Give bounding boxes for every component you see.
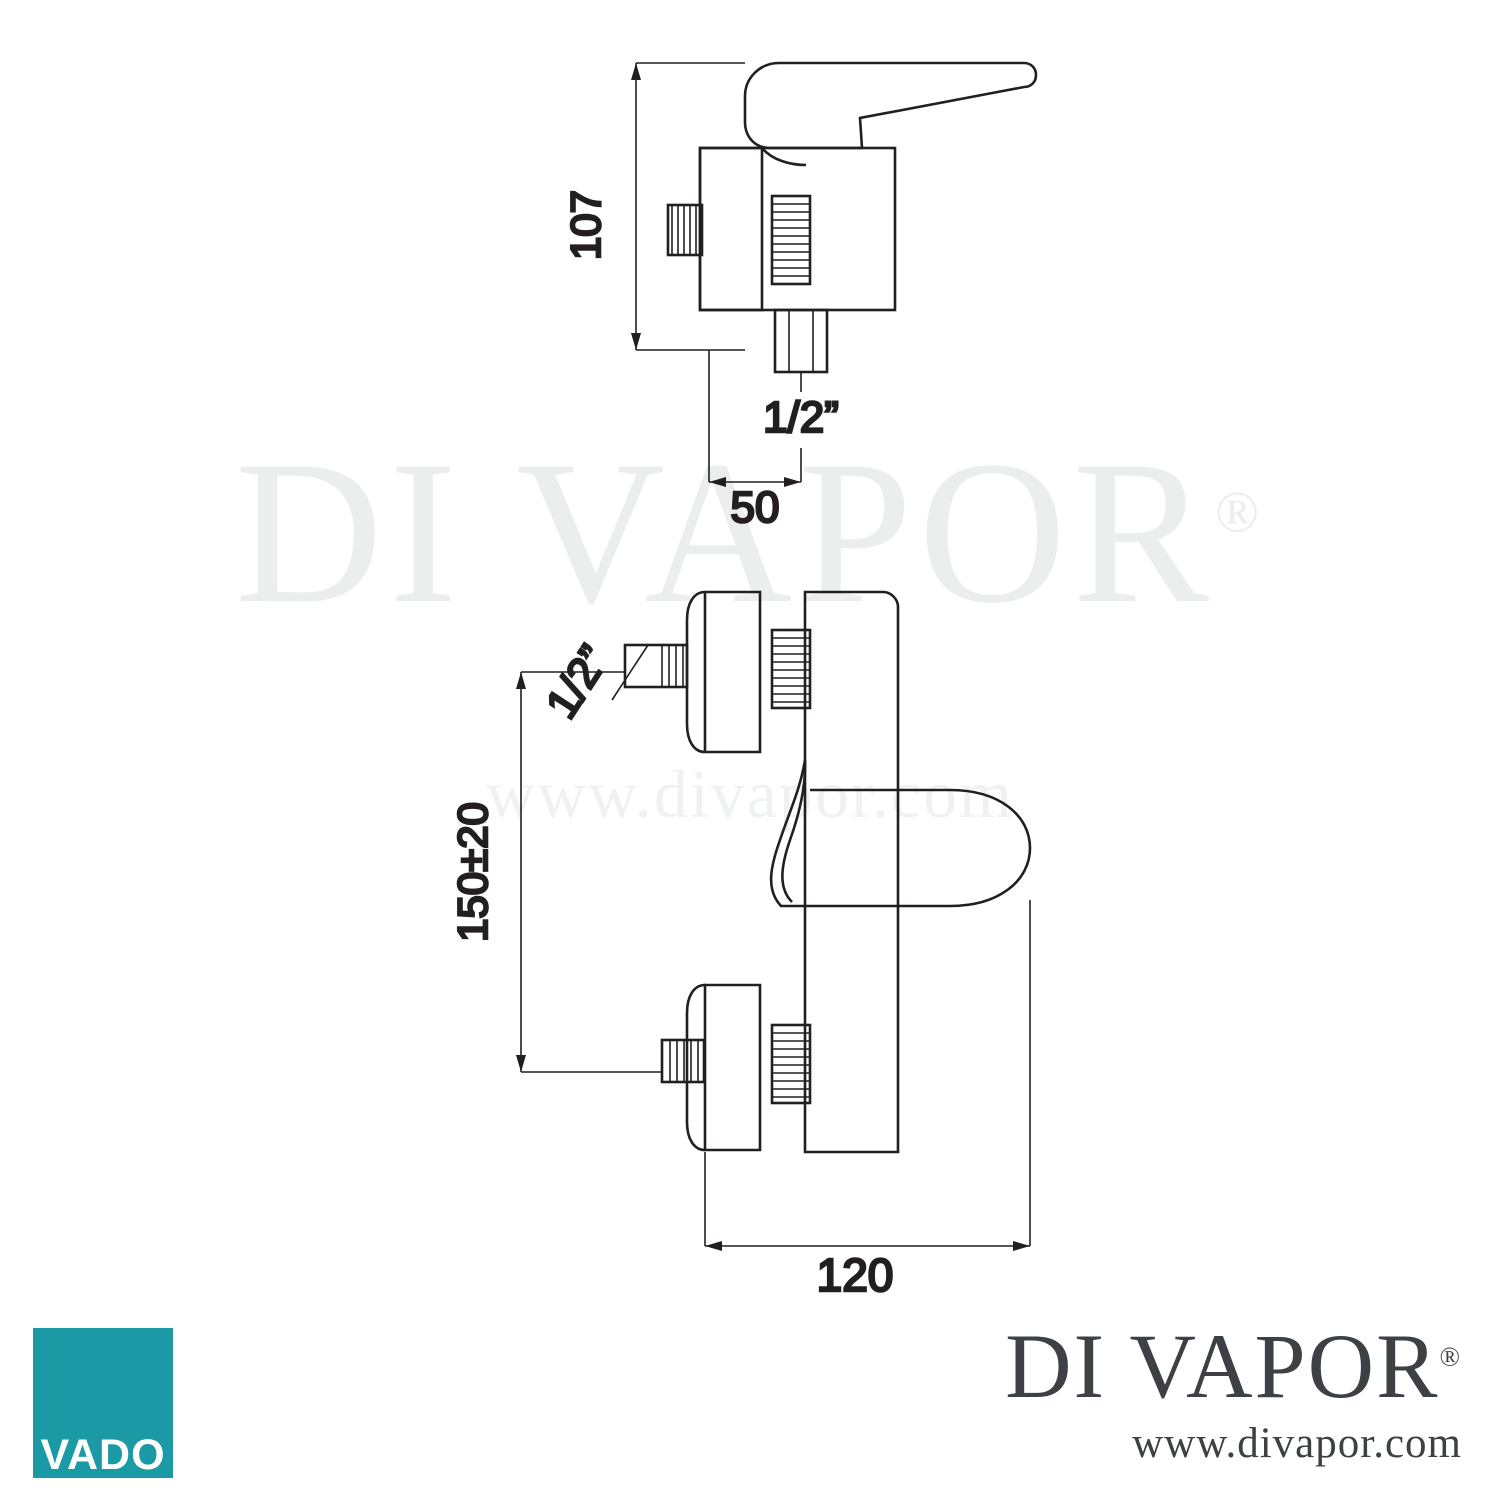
brand-url: www.divapor.com [1132,1419,1462,1467]
inlet-thread-top-front [623,643,689,689]
escutcheon-bottom-front [703,983,762,1152]
valve-body-side [698,146,897,312]
vado-logo-label: VADO [40,1431,166,1479]
cartridge-side [770,194,812,286]
cartridge-knurl [772,203,810,277]
cartridge-bottom-knurl [772,1032,810,1098]
escutcheon-top-front [703,590,762,754]
dimension-120-label: 120 [817,1249,894,1301]
outlet-spout-side [773,308,829,374]
technical-drawing: 107 1/2” 50 [448,61,1038,1302]
inlet-thread-top-hatch [661,645,684,687]
handle-collar [761,147,807,167]
vado-logo: VADO [33,1328,173,1479]
dimension-50 [708,350,802,487]
watermark-brand-text: DI VAPOR [234,419,1216,646]
inlet-thread-bottom-front [660,1038,706,1084]
cartridge-top-front [770,628,812,710]
lever-handle-front [769,759,1032,908]
dimension-120 [704,900,1031,1251]
escutcheon-top-front-curve [685,590,706,754]
watermark-registered-mark: ® [1215,479,1266,545]
inlet-thread-hatch [671,205,697,255]
brand-title: DI VAPOR® [1005,1318,1462,1415]
watermark-url: www.divapor.com [486,756,1014,832]
dimension-107 [631,62,745,351]
dimension-107-label: 107 [562,190,609,260]
dimension-50-label: 50 [731,483,780,532]
dimension-half-inch-front-leader [611,644,649,701]
watermark-brand: DI VAPOR® [0,430,1500,635]
footer: VADO DI VAPOR® www.divapor.com [0,1310,1500,1500]
escutcheon-side [698,146,764,312]
dimension-half-inch-front-label: 1/2” [537,637,619,727]
cartridge-bottom-front [770,1023,812,1105]
inlet-thread-bottom-hatch [669,1040,699,1082]
dimension-150-label: 150±20 [449,802,496,942]
cartridge-top-knurl [772,637,810,703]
brand-registered-mark: ® [1439,1341,1462,1372]
dimension-half-inch-top-label: 1/2” [763,393,839,442]
inlet-thread-side [666,203,704,257]
escutcheon-bottom-front-curve [685,983,706,1152]
brand-block: DI VAPOR® www.divapor.com [1005,1318,1462,1468]
valve-body-front [803,590,900,1154]
lever-handle-front-inner [781,759,807,903]
dimension-150 [516,671,662,1073]
lever-handle [743,61,1038,150]
brand-title-text: DI VAPOR [1005,1315,1440,1417]
